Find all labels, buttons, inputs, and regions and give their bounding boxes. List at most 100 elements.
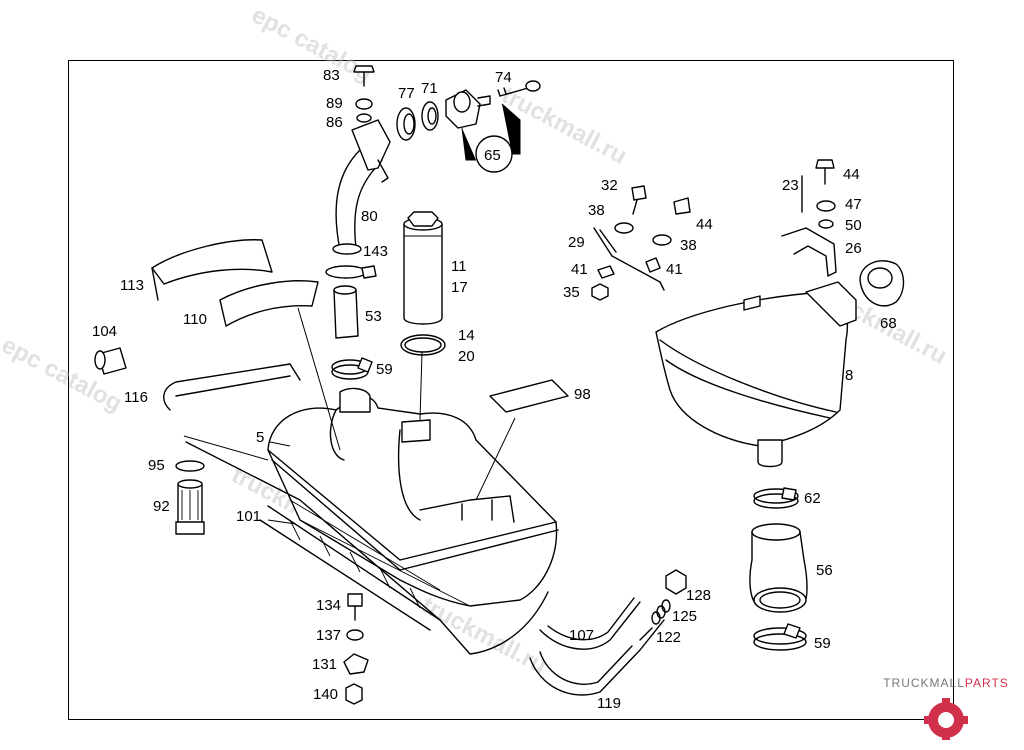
part-label-62: 62 [804, 490, 821, 507]
part-label-50: 50 [845, 217, 862, 234]
tank-lower-shield-101 [185, 441, 549, 655]
part-label-119: 119 [597, 695, 621, 712]
part-label-92: 92 [153, 498, 170, 515]
strap-107 [539, 597, 641, 650]
part-label-59: 59 [814, 635, 831, 652]
part-label-23: 23 [782, 177, 799, 194]
clip-41b [645, 257, 661, 273]
fuel-tank-5 [267, 387, 559, 607]
heat-shield-113-bracket [151, 267, 159, 301]
nut-128 [665, 569, 687, 595]
part-label-11: 11 [451, 258, 467, 275]
clip-41a [597, 265, 615, 279]
filler-neck-pipe [332, 119, 391, 255]
part-label-95: 95 [148, 457, 165, 474]
part-label-122: 122 [656, 629, 681, 646]
callout-65 [461, 103, 521, 173]
part-label-44: 44 [696, 216, 713, 233]
leader-lines [183, 307, 516, 525]
bolt-122 [639, 627, 653, 641]
washer-86 [356, 113, 372, 123]
logo-text-main: TRUCKMALL [883, 676, 965, 690]
hose-clamp-62 [753, 487, 799, 509]
bolt-134 [347, 593, 363, 621]
washer-89 [355, 98, 373, 110]
part-label-101: 101 [236, 508, 261, 525]
part-label-68: 68 [880, 315, 897, 332]
hose-clamp-59-top [331, 357, 373, 380]
bolt-44b [815, 159, 835, 169]
part-label-131: 131 [312, 656, 337, 673]
washer-47 [816, 200, 836, 212]
hose-56 [749, 523, 808, 613]
reservoir-tank-8 [655, 281, 857, 468]
filler-cap-lock [445, 89, 491, 129]
part-label-5: 5 [256, 429, 264, 446]
part-label-38: 38 [588, 202, 605, 219]
watermark-text: epc catalog [0, 331, 126, 417]
spring-125 [651, 599, 671, 625]
part-label-137: 137 [316, 627, 341, 644]
part-label-44: 44 [843, 166, 860, 183]
seal-71 [421, 101, 439, 131]
nut-35 [591, 283, 609, 301]
part-label-65: 65 [484, 147, 501, 164]
seal-77 [396, 107, 416, 141]
part-label-59: 59 [376, 361, 393, 378]
part-label-8: 8 [845, 367, 853, 384]
pad-98 [489, 379, 569, 413]
logo-text-accent: PARTS [964, 676, 1009, 690]
filler-cap-68 [859, 260, 905, 307]
part-labels: 83 89 86 77 71 74 65 80 143 11 17 53 14 … [92, 67, 897, 712]
part-label-107: 107 [569, 627, 594, 644]
bracket-29 [593, 227, 665, 291]
part-label-128: 128 [686, 587, 711, 604]
part-label-41: 41 [571, 261, 588, 278]
part-label-77: 77 [398, 85, 415, 102]
hose-clamp-59-bottom [753, 623, 807, 651]
hose-53 [333, 285, 359, 339]
part-label-17: 17 [451, 279, 468, 296]
part-label-53: 53 [365, 308, 382, 325]
hose-clamp-143 [325, 265, 377, 279]
washer-38b [652, 234, 672, 246]
part-label-38: 38 [680, 237, 697, 254]
part-label-116: 116 [124, 389, 148, 406]
part-label-26: 26 [845, 240, 862, 257]
gear-logo-icon [924, 698, 968, 740]
part-label-35: 35 [563, 284, 580, 301]
bolt-32-head [631, 185, 647, 201]
part-label-113: 113 [120, 277, 144, 294]
watermark-text: epc catalog [247, 1, 376, 87]
diagram-frame [68, 60, 954, 720]
heat-shield-110 [219, 280, 319, 327]
bolt-44a [673, 197, 691, 215]
washer-50 [818, 219, 834, 229]
fuel-sender-11 [403, 211, 443, 325]
washer-137 [346, 629, 364, 641]
key-74 [497, 80, 541, 97]
nut-140 [345, 683, 363, 705]
bracket-131 [343, 653, 369, 675]
part-label-29: 29 [568, 234, 585, 251]
part-label-110: 110 [183, 311, 207, 328]
part-label-56: 56 [816, 562, 833, 579]
part-label-140: 140 [313, 686, 338, 703]
bolt-83 [353, 65, 375, 87]
part-label-80: 80 [361, 208, 378, 225]
washer-38a [614, 222, 634, 234]
part-label-74: 74 [495, 69, 512, 86]
truckmall-logo: TRUCKMALLPARTS [876, 676, 1016, 746]
part-label-41: 41 [666, 261, 683, 278]
part-label-32: 32 [601, 177, 618, 194]
bracket-26 [781, 227, 837, 277]
bolt-32-shaft [632, 199, 638, 215]
part-label-20: 20 [458, 348, 475, 365]
part-label-83: 83 [323, 67, 340, 84]
part-label-143: 143 [363, 243, 388, 260]
part-label-71: 71 [421, 80, 438, 97]
part-label-134: 134 [316, 597, 341, 614]
gasket-14 [400, 334, 446, 356]
